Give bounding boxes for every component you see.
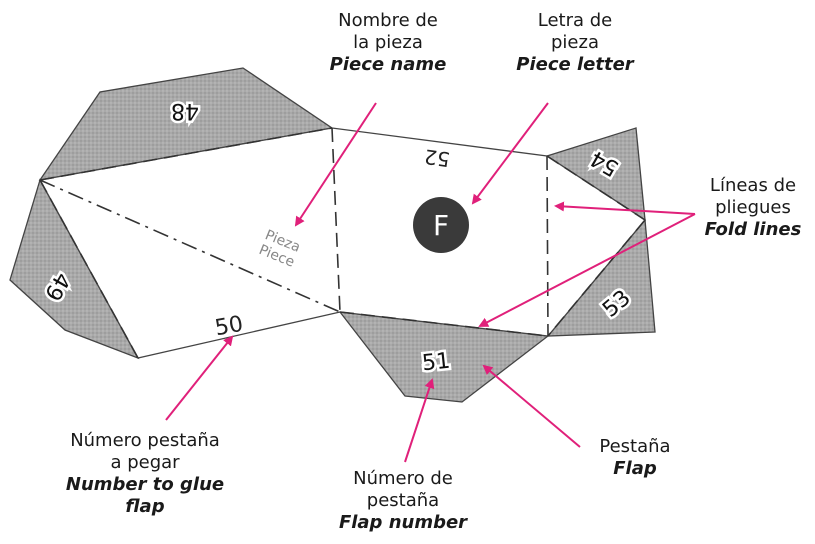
label-glue-number: Número pestaña a pegar Number to glue fl… (65, 430, 225, 517)
label-flap-number: Número de pestaña Flap number (338, 468, 468, 533)
fold-line-diagonal (39, 179, 341, 313)
arrow-glue-number (165, 335, 234, 421)
fold-line-48 (39, 127, 333, 181)
tab-to-glue-number: 50 (213, 312, 245, 341)
fold-line-51 (339, 311, 549, 337)
flap-number-51: 51 (421, 349, 451, 377)
flap-number-48: 48 (171, 98, 199, 123)
arrow-piece-letter (471, 102, 549, 205)
arrow-fold-line-bottom (478, 213, 696, 327)
piece-letter-badge (413, 197, 469, 253)
label-flap: Pestaña Flap (599, 436, 671, 479)
piece-number: 52 (423, 144, 452, 171)
fold-lines (39, 127, 646, 359)
arrow-flap (482, 364, 581, 448)
arrow-fold-line-vertical (554, 201, 696, 215)
fold-line-49 (39, 179, 139, 359)
fold-line-vertical (546, 155, 549, 337)
fold-line-center (331, 127, 341, 313)
label-piece-name: Nombre de la pieza Piece name (329, 10, 447, 75)
arrow-flap-number (404, 378, 435, 463)
label-fold-lines: Líneas de pliegues Fold lines (704, 175, 802, 240)
piece-letter: F (433, 209, 449, 242)
label-piece-letter: Letra de pieza Piece letter (516, 10, 634, 75)
arrows (165, 102, 696, 463)
fold-line-53 (547, 219, 646, 337)
arrow-piece-name (294, 102, 377, 227)
flaps (9, 67, 656, 403)
